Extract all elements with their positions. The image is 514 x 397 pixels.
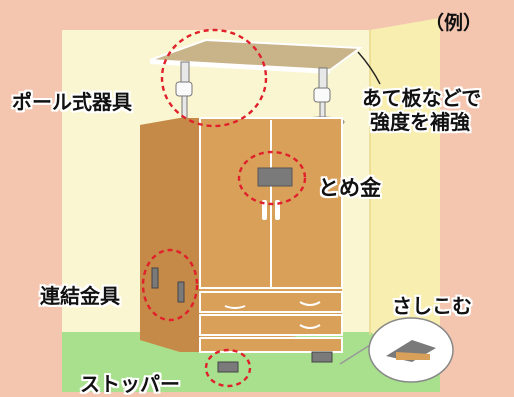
wedge-icon <box>339 317 454 383</box>
reinforcement-plate-icon <box>149 38 363 74</box>
latch-highlight <box>237 150 307 206</box>
stopper-highlight <box>204 348 252 388</box>
connector-icon <box>151 267 185 303</box>
plate-label-line1: あて板などで <box>362 86 482 110</box>
connector-highlight <box>141 248 199 322</box>
stopper-label: ストッパー <box>80 372 180 396</box>
wedge-label: さしこむ <box>392 294 472 318</box>
stopper-icon <box>217 351 333 373</box>
wardrobe <box>140 117 343 353</box>
pole-label: ポール式器具 <box>12 90 132 114</box>
side-wall <box>370 18 440 392</box>
connector-label: 連結金具 <box>40 284 120 308</box>
floor <box>62 332 440 392</box>
plate-label-line2: 強度を補強 <box>370 110 470 134</box>
latch-label: とめ金 <box>318 176 381 200</box>
pole-highlight <box>160 28 268 128</box>
example-tag: （例） <box>424 12 482 34</box>
latch-icon <box>257 167 293 187</box>
